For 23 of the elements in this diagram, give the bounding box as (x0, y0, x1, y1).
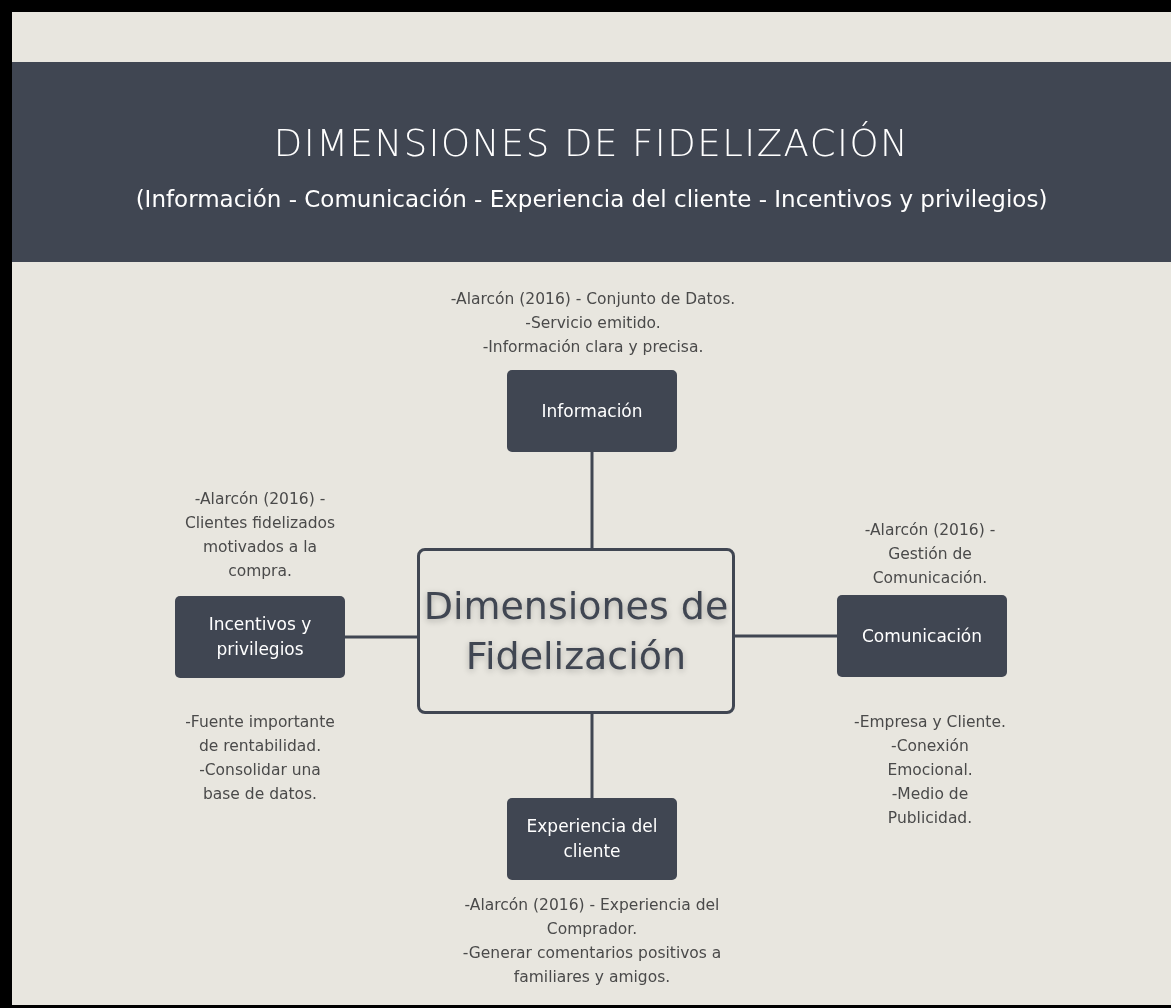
note-text: -Alarcón (2016) - Conjunto de Datos. (449, 289, 737, 310)
note-text: -Generar comentarios positivos a familiares y amigos. (461, 943, 723, 988)
note-text: -Servicio emitido. (524, 313, 662, 334)
topic-box: Comunicación (837, 595, 1007, 677)
note-text: -Consolidar una base de datos. (198, 760, 322, 805)
note-text: -Empresa y Cliente. (853, 712, 1007, 733)
topic-box: Experiencia del cliente (507, 798, 677, 880)
note-text: -Alarcón (2016) - Gestión de Comunicación. (863, 520, 997, 589)
note-text: -Alarcón (2016) - Clientes fidelizados motivados a la compra. (183, 489, 337, 582)
connector-line (590, 714, 594, 798)
topic-box: Información (507, 370, 677, 452)
subtitle: (Información - Comunicación - Experiencia del cliente - Incentivos y privilegios) (134, 186, 1049, 212)
central-topic-box: Dimensiones de Fidelización (417, 548, 735, 714)
note-text: -Conexión Emocional. (886, 736, 974, 781)
connector-line (735, 634, 837, 638)
title: DIMENSIONES DE FIDELIZACIÓN (272, 122, 911, 165)
note-text: -Información clara y precisa. (481, 337, 705, 358)
note-text: -Alarcón (2016) - Experiencia del Comprador. (463, 895, 721, 940)
topic-box: Incentivos y privilegios (175, 596, 345, 678)
connector-line (345, 635, 417, 639)
note-text: -Medio de Publicidad. (886, 784, 974, 829)
connector-line (590, 452, 594, 548)
note-text: -Fuente importante de rentabilidad. (184, 712, 336, 757)
